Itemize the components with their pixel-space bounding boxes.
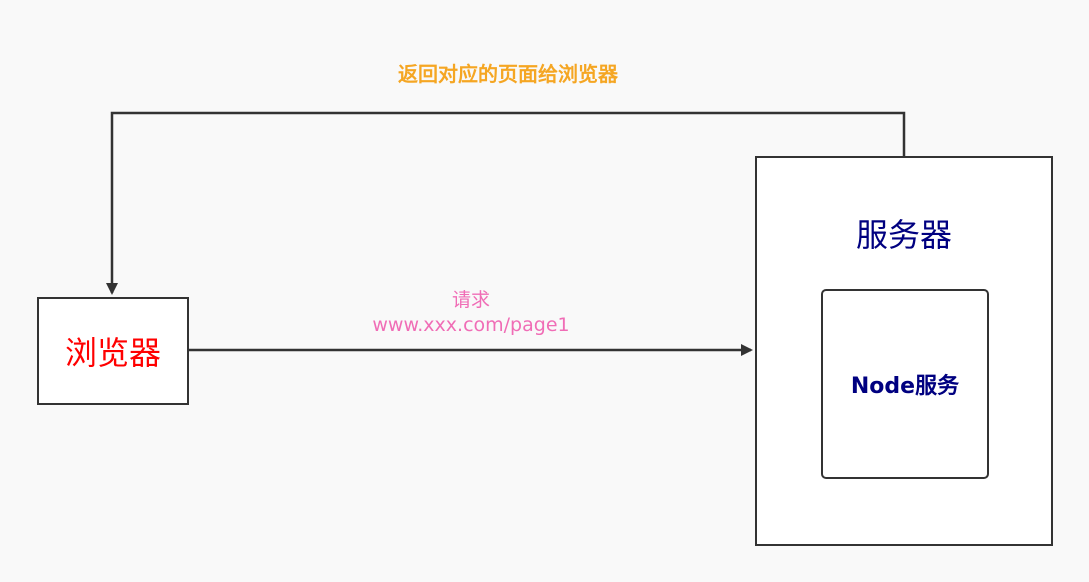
return-arrow [106,111,906,295]
browser-label: 浏览器 [64,334,161,372]
browser-node: 浏览器 [37,297,189,405]
request-title: 请求 [451,289,490,311]
node-service-label: Node服务 [850,374,960,399]
node-service-node: Node服务 [821,289,989,479]
return-label: 返回对应的页面给浏览器 [398,62,618,86]
server-node: 服务器 Node服务 [755,156,1053,546]
request-url: www.xxx.com/page1 [372,314,570,336]
server-label: 服务器 [855,216,952,254]
